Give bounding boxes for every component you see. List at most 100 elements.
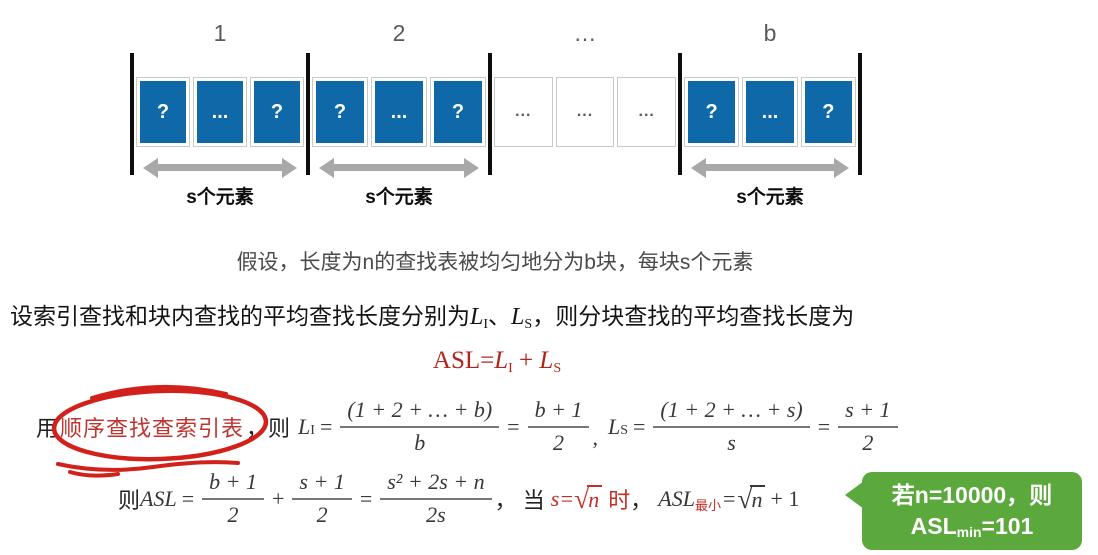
cell-question: ?	[804, 81, 852, 143]
fraction-denominator: 2	[227, 502, 239, 527]
fraction-denominator: 2	[553, 430, 564, 455]
plus: +	[271, 486, 285, 511]
asl-formula: ASL=LI + LS	[0, 347, 994, 377]
cell-ellipsis: ...	[197, 81, 243, 143]
cell-ellipsis: ...	[375, 81, 423, 143]
fraction-sum-s: (1 + 2 + … + s)s	[653, 398, 810, 455]
block-boundary-bar	[858, 53, 862, 175]
cell-row: ? ... ?	[682, 77, 858, 147]
intro-pre: 设索引查找和块内查找的平均查找长度分别为	[10, 303, 470, 329]
fraction-denominator: s	[727, 430, 736, 455]
equals: =	[507, 414, 520, 439]
cell-row: ? ... ?	[310, 77, 488, 147]
fraction-denominator: 2	[862, 430, 874, 455]
arrow-shaft	[331, 164, 467, 171]
fraction-numerator: b + 1	[527, 398, 590, 428]
fraction-numerator: b + 1	[202, 470, 264, 500]
block-label-ellipsis: …	[573, 20, 597, 46]
s-count-label: s个元素	[736, 187, 804, 208]
arrow-head-left	[319, 158, 334, 178]
asl-min-subscript: 最小	[694, 497, 721, 513]
result-callout: 若n=10000，则 ASLmin=101	[862, 472, 1082, 550]
var-LS-sub: S	[553, 361, 562, 376]
block-label-1: 1	[213, 20, 227, 46]
block-section-2: 2 ? ... ? s个元素	[310, 15, 488, 209]
radicand-n: n	[750, 485, 766, 513]
callout-asl-sub: min	[956, 524, 982, 540]
cell-ellipsis-empty: ...	[555, 77, 615, 147]
cell-question: ?	[434, 81, 482, 143]
radical-sign: √	[737, 483, 753, 514]
fraction-sum-b: (1 + 2 + … + b)b	[340, 398, 500, 455]
line1-then: ，则	[246, 416, 291, 441]
cell-slot: ?	[684, 77, 740, 147]
line2-prefix: 则	[118, 488, 141, 513]
var-LI: L	[494, 347, 509, 374]
equals: =	[359, 486, 373, 511]
cell-row: ... ... ...	[492, 77, 678, 147]
s-range-arrow	[319, 158, 479, 178]
block-label-b: b	[763, 20, 777, 46]
cell-question: ?	[254, 81, 300, 143]
cell-slot: ?	[800, 77, 856, 147]
var-LI-sub: I	[483, 317, 489, 332]
line1-prefix: 用	[36, 416, 59, 441]
shi-label: 时	[608, 488, 631, 513]
cell-ellipsis-empty: ...	[494, 77, 553, 147]
assumption-caption: 假设，长度为n的查找表被均匀地分为b块，每块s个元素	[236, 251, 754, 274]
cell-ellipsis: ...	[746, 81, 794, 143]
fraction-denominator: b	[414, 430, 426, 455]
cell-question: ?	[140, 81, 186, 143]
comma: ，	[630, 488, 653, 513]
callout-line2: ASLmin=101	[911, 511, 1034, 542]
s-count-label: s个元素	[186, 187, 254, 208]
var-ASL: ASL	[140, 486, 177, 511]
var-LI: L	[298, 414, 311, 439]
comma: ,	[592, 425, 598, 450]
equals: =	[722, 486, 736, 511]
fraction-numerator: s + 1	[838, 398, 898, 428]
intro-sep: 、	[488, 303, 512, 329]
block-boundary-bar	[306, 53, 310, 175]
cell-ellipsis-empty: ...	[617, 77, 677, 147]
radicand-n: n	[587, 485, 603, 513]
callout-arrow-icon	[845, 481, 864, 509]
fraction-denominator: 2s	[426, 502, 446, 527]
cell-question: ?	[688, 81, 736, 143]
cell-slot: ...	[193, 77, 247, 147]
var-LI-sub: I	[310, 423, 315, 438]
radical-sign: √	[574, 483, 590, 514]
plus-one: + 1	[770, 486, 800, 511]
asl-lhs: ASL=	[432, 347, 495, 374]
var-LI-sub: I	[508, 361, 513, 376]
arrow-shaft	[155, 164, 285, 171]
s-count-label: s个元素	[365, 187, 433, 208]
var-LS: L	[511, 304, 525, 330]
fraction-numerator: (1 + 2 + … + b)	[340, 398, 500, 428]
cell-slot: ?	[250, 77, 304, 147]
arrow-shaft	[703, 164, 837, 171]
callout-value: =101	[981, 513, 1034, 539]
asl-plus: +	[512, 347, 540, 374]
callout-line1: 若n=10000，则	[891, 481, 1053, 508]
when-label: 当	[522, 488, 545, 513]
cell-slot: ...	[742, 77, 798, 147]
s-range-arrow	[143, 158, 297, 178]
var-LS: L	[607, 414, 621, 439]
intro-sentence: 设索引查找和块内查找的平均查找长度分别为LI、LS，则分块查找的平均查找长度为	[10, 297, 854, 333]
arrow-head-right	[282, 158, 297, 178]
cell-slot: ?	[430, 77, 486, 147]
intro-post: ，则分块查找的平均查找长度为	[532, 303, 855, 329]
equals: =	[817, 414, 831, 439]
arrow-head-left	[143, 158, 158, 178]
cell-question: ?	[316, 81, 364, 143]
block-boundary-bar	[130, 53, 134, 175]
